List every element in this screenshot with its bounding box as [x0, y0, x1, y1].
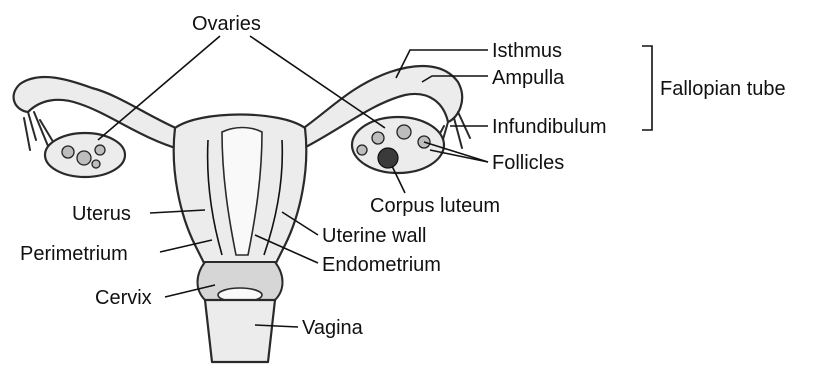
corpus-luteum-mark [378, 148, 398, 168]
label-endometrium: Endometrium [322, 254, 441, 276]
label-perimetrium: Perimetrium [20, 243, 128, 265]
label-cervix: Cervix [95, 287, 152, 309]
label-corpus-luteum: Corpus luteum [370, 195, 500, 217]
labels: Ovaries Isthmus Ampulla Fallopian tube I… [20, 13, 786, 339]
label-fallopian-tube: Fallopian tube [660, 78, 786, 100]
label-vagina: Vagina [302, 317, 364, 339]
right-ovary [352, 117, 444, 173]
label-uterine-wall: Uterine wall [322, 225, 426, 247]
label-ovaries: Ovaries [192, 13, 261, 35]
label-follicles: Follicles [492, 152, 564, 174]
label-ampulla: Ampulla [492, 67, 565, 89]
label-isthmus: Isthmus [492, 40, 562, 62]
label-uterus: Uterus [72, 203, 131, 225]
label-infundibulum: Infundibulum [492, 116, 607, 138]
vagina-shape [205, 300, 275, 362]
